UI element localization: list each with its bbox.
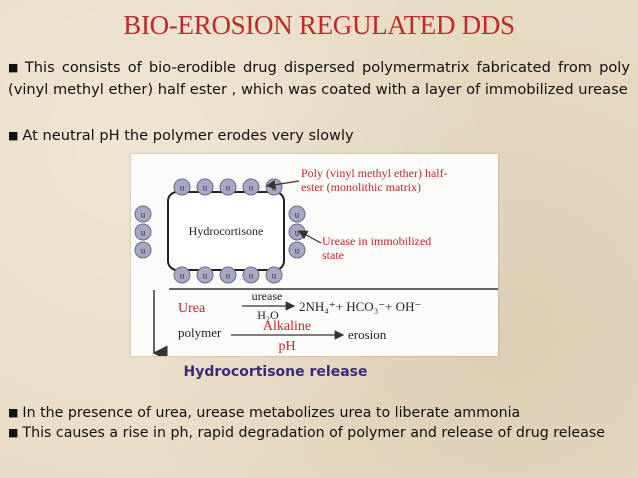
bullet-ph-rise: ■This causes a rise in ph, rapid degrada… (8, 423, 630, 444)
urease-bead (219, 266, 237, 284)
urease-bead-label: u (203, 271, 208, 281)
urease-bead-label: u (272, 271, 277, 281)
bullet-text: At neutral pH the polymer erodes very sl… (22, 127, 354, 144)
bullet-text: In the presence of urea, urease metaboli… (22, 405, 521, 421)
water-label: H₂O (257, 308, 279, 322)
bullet-text: This causes a rise in ph, rapid degradat… (22, 425, 605, 441)
urease-bead (196, 178, 214, 196)
bullet-matrix-description: ■This consists of bio-erodible drug disp… (8, 57, 630, 100)
urease-bead-label: u (141, 246, 146, 256)
urease-enzyme-label: urease (252, 289, 283, 303)
figure-caption: Hydrocortisone release (183, 364, 368, 380)
urease-bead (134, 241, 152, 259)
urease-bead-label: u (141, 228, 146, 238)
erosion-label: erosion (348, 327, 387, 342)
urease-callout-line1: Urease in immobilized (322, 234, 431, 248)
square-bullet-icon: ■ (8, 406, 19, 419)
urease-bead-label: u (226, 271, 231, 281)
urease-bead (134, 223, 152, 241)
urease-bead (242, 266, 260, 284)
urease-bead-label: u (141, 210, 146, 220)
urease-bead (196, 266, 214, 284)
square-bullet-icon: ■ (8, 129, 19, 142)
urea-label: Urea (178, 301, 206, 316)
polymer-callout-line1: Poly (vinyl methyl ether) half- (301, 166, 448, 180)
urease-bead-label: u (249, 271, 254, 281)
urease-bead (219, 178, 237, 196)
urease-bead (173, 266, 191, 284)
urease-bead-label: u (226, 183, 231, 193)
hydrocortisone-label: Hydrocortisone (189, 224, 264, 238)
urease-bead (134, 205, 152, 223)
polymer-label: polymer (178, 325, 222, 340)
urease-bead (288, 205, 306, 223)
bullet-urease-metabolizes: ■In the presence of urea, urease metabol… (8, 403, 630, 424)
urease-bead (288, 241, 306, 259)
alkaline-label: Alkaline (263, 319, 311, 334)
square-bullet-icon: ■ (8, 61, 21, 74)
urease-bead-label: u (295, 210, 300, 220)
urease-bead (173, 178, 191, 196)
urease-bead (242, 178, 260, 196)
polymer-callout-arrow (265, 179, 300, 190)
ph-label: pH (278, 339, 295, 354)
urease-bead-label: u (295, 228, 300, 238)
urease-bead-label: u (203, 183, 208, 193)
urease-bead-label: u (249, 183, 254, 193)
urease-bead (265, 266, 283, 284)
square-bullet-icon: ■ (8, 426, 19, 439)
reaction1-products: 2NH₄⁺+ HCO₃⁻+ OH⁻ (299, 299, 421, 314)
urease-callout-arrow (297, 230, 322, 244)
urease-bead-label: u (180, 271, 185, 281)
urease-bead-label: u (180, 183, 185, 193)
bullet-neutral-ph: ■At neutral pH the polymer erodes very s… (8, 125, 630, 147)
urease-callout-line2: state (322, 248, 344, 262)
urease-bead-label: u (295, 246, 300, 256)
polymer-callout-line2: ester (monolithic matrix) (301, 180, 421, 194)
slide-title: BIO-EROSION REGULATED DDS (123, 10, 515, 40)
bullet-text: This consists of bio-erodible drug dispe… (8, 59, 630, 98)
